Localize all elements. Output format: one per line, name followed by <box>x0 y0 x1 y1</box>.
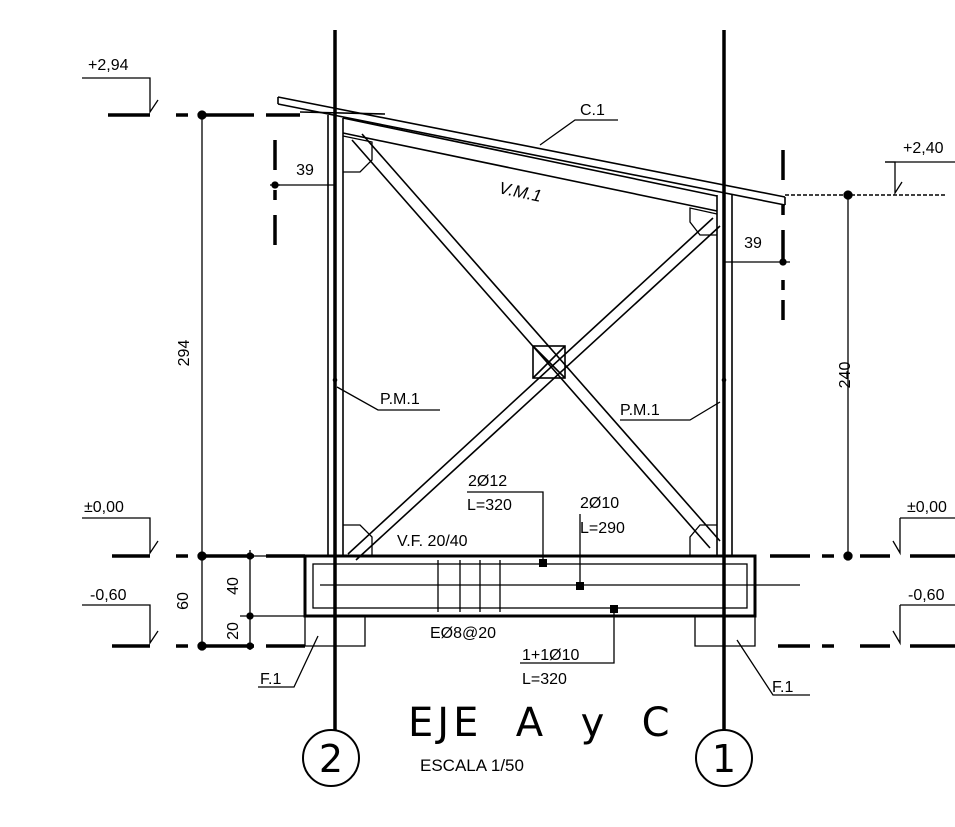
label-rebar-bottom: 1+1Ø10 <box>522 647 579 664</box>
label-stirrups: EØ8@20 <box>430 625 496 642</box>
dim-footing: 20 <box>225 622 242 640</box>
top-beam <box>342 117 718 212</box>
level-flags <box>82 77 955 646</box>
rebar-markers <box>539 559 618 613</box>
axis-label-right: 1 <box>712 737 736 781</box>
level-top-left: +2,94 <box>88 57 129 74</box>
label-rebar-top-a-len: L=320 <box>467 497 512 514</box>
leaders <box>258 119 810 696</box>
label-rebar-bottom-len: L=320 <box>522 671 567 688</box>
axis-marker-left: 2 <box>302 729 360 787</box>
footings <box>304 615 756 647</box>
drawing-scale: ESCALA 1/50 <box>420 756 524 775</box>
level-base-left: -0,60 <box>90 587 127 604</box>
dim-beam-depth: 60 <box>175 592 192 610</box>
label-rebar-top-b-len: L=290 <box>580 520 625 537</box>
foundation-beam <box>303 554 800 618</box>
level-zero-left: ±0,00 <box>84 499 124 516</box>
dim-height-right: 240 <box>837 362 854 389</box>
label-rebar-top-b: 2Ø10 <box>580 495 619 512</box>
post-right <box>716 195 733 555</box>
label-roof: C.1 <box>580 102 605 119</box>
label-top-beam: V.M.1 <box>497 178 543 206</box>
label-footing-left: F.1 <box>260 671 281 688</box>
axis-label-left: 2 <box>319 737 343 781</box>
label-footing-right: F.1 <box>772 679 793 696</box>
post-left <box>327 115 344 555</box>
dim-gusset-left: 39 <box>296 162 314 179</box>
axis-lines <box>333 30 726 730</box>
dim-height-left: 294 <box>176 340 193 367</box>
dim-gusset-right: 39 <box>744 235 762 252</box>
label-rebar-top-a: 2Ø12 <box>468 473 507 490</box>
dim-beam-section: 40 <box>225 577 242 595</box>
level-zero-right: ±0,00 <box>907 499 947 516</box>
dimension-lines <box>197 110 853 651</box>
label-post-right: P.M.1 <box>620 402 660 419</box>
cross-bracing <box>347 133 721 561</box>
gusset-plates <box>342 135 718 555</box>
level-top-right: +2,40 <box>903 140 944 157</box>
level-base-right: -0,60 <box>908 587 945 604</box>
label-post-left: P.M.1 <box>380 391 420 408</box>
drawing-title: EJE A y C <box>408 700 674 746</box>
axis-marker-right: 1 <box>695 729 753 787</box>
label-foundation-beam: V.F. 20/40 <box>397 533 468 550</box>
roof-sheet <box>277 96 786 206</box>
